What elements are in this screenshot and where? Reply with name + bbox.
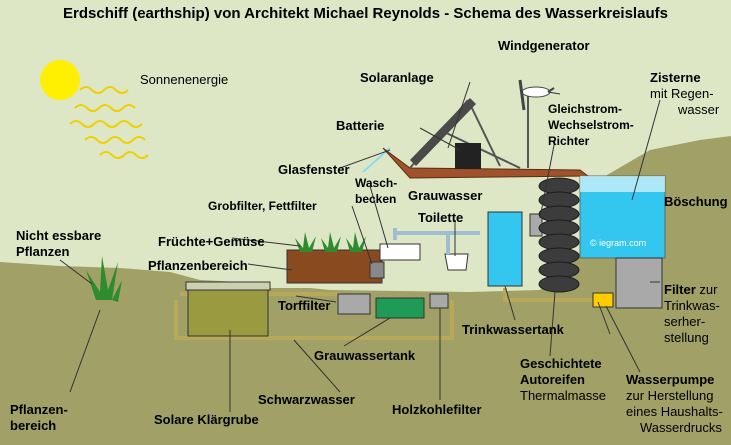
label-pflanzenbereich-bottom-line1: Pflanzen- — [10, 402, 68, 417]
label-pflanzenbereich-top: Pflanzenbereich — [148, 258, 248, 273]
label-wasserpumpe-line4: Wasserdrucks — [640, 420, 722, 435]
sun-rays — [69, 86, 149, 159]
greywater-tank — [375, 297, 425, 319]
label-zisterne-line3: wasser — [678, 102, 720, 117]
ground — [0, 136, 731, 445]
wetland-plants — [86, 256, 122, 302]
leader-lines — [59, 81, 661, 412]
label-filter-line4: stellung — [664, 330, 709, 345]
label-wasserpumpe-line2: zur Herstellung — [626, 388, 714, 403]
label-fruechte: Früchte+Gemüse — [158, 234, 265, 249]
label-boeschung: Böschung — [664, 194, 728, 209]
label-wasserpumpe-line1: Wasserpumpe — [626, 372, 715, 387]
label-waschbecken-line1: Wasch- — [355, 176, 398, 190]
drinking-water-tank — [487, 211, 523, 287]
label-trinkwassertank: Trinkwassertank — [462, 322, 564, 337]
label-geschichtete-line1: Geschichtete — [520, 356, 602, 371]
wash-basin — [379, 243, 421, 261]
label-sonnenenergie: Sonnenenergie — [140, 72, 229, 87]
label-filter-zur: zur — [695, 282, 718, 297]
label-grobfilter: Grobfilter, Fettfilter — [208, 199, 317, 213]
drinking-water-filter — [615, 257, 663, 309]
water-pump — [592, 292, 614, 308]
label-geschichtete-line3: Thermalmasse — [520, 388, 606, 403]
label-filter-word: Filter — [664, 282, 696, 297]
label-richter-line2: Wechselstrom- — [548, 118, 634, 132]
label-wasserpumpe-line3: eines Haushalts- — [626, 404, 723, 419]
label-filter-line1: Filter zur — [664, 282, 717, 297]
label-pflanzenbereich-bottom-line2: bereich — [10, 418, 57, 433]
label-toilette: Toilette — [418, 210, 464, 225]
label-windgenerator: Windgenerator — [498, 38, 590, 53]
roof — [382, 147, 590, 179]
peat-filter — [337, 293, 371, 315]
label-grauwasser: Grauwasser — [408, 188, 483, 203]
tire-stack — [538, 177, 580, 293]
sun — [40, 60, 80, 100]
toilet — [444, 253, 469, 271]
planter-plants — [295, 232, 366, 252]
label-zisterne-line2: mit Regen- — [650, 86, 714, 101]
label-solare-klaergrube: Solare Klärgrube — [154, 412, 259, 427]
label-solaranlage: Solaranlage — [360, 70, 434, 85]
label-holzkohlefilter: Holzkohlefilter — [392, 402, 482, 417]
label-filter-line2: Trinkwas- — [664, 298, 720, 313]
solar-septic-tank — [187, 285, 269, 337]
label-richter-line1: Gleichstrom- — [548, 102, 623, 116]
label-torffilter: Torffilter — [278, 298, 331, 313]
label-geschichtete-line2: Autoreifen — [520, 372, 585, 387]
label-zisterne-line1: Zisterne — [650, 70, 701, 85]
label-grauwassertank: Grauwassertank — [314, 348, 416, 363]
grease-filter — [369, 261, 385, 279]
label-nicht-essbare-line1: Nicht essbare — [16, 228, 102, 243]
label-richter-line3: Richter — [548, 134, 590, 148]
charcoal-filter — [429, 293, 449, 309]
planter-box — [286, 249, 383, 284]
label-filter-line3: serher- — [664, 314, 706, 329]
battery — [455, 143, 481, 169]
label-glasfenster: Glasfenster — [278, 162, 350, 177]
watermark: © iegram.com — [590, 238, 647, 248]
label-waschbecken-line2: becken — [355, 192, 397, 206]
diagram-title: Erdschiff (earthship) von Architekt Mich… — [63, 5, 668, 22]
label-schwarzwasser: Schwarzwasser — [258, 392, 355, 407]
label-batterie: Batterie — [336, 118, 385, 133]
label-nicht-essbare-line2: Pflanzen — [16, 244, 70, 259]
greywater-pipe — [393, 228, 480, 254]
